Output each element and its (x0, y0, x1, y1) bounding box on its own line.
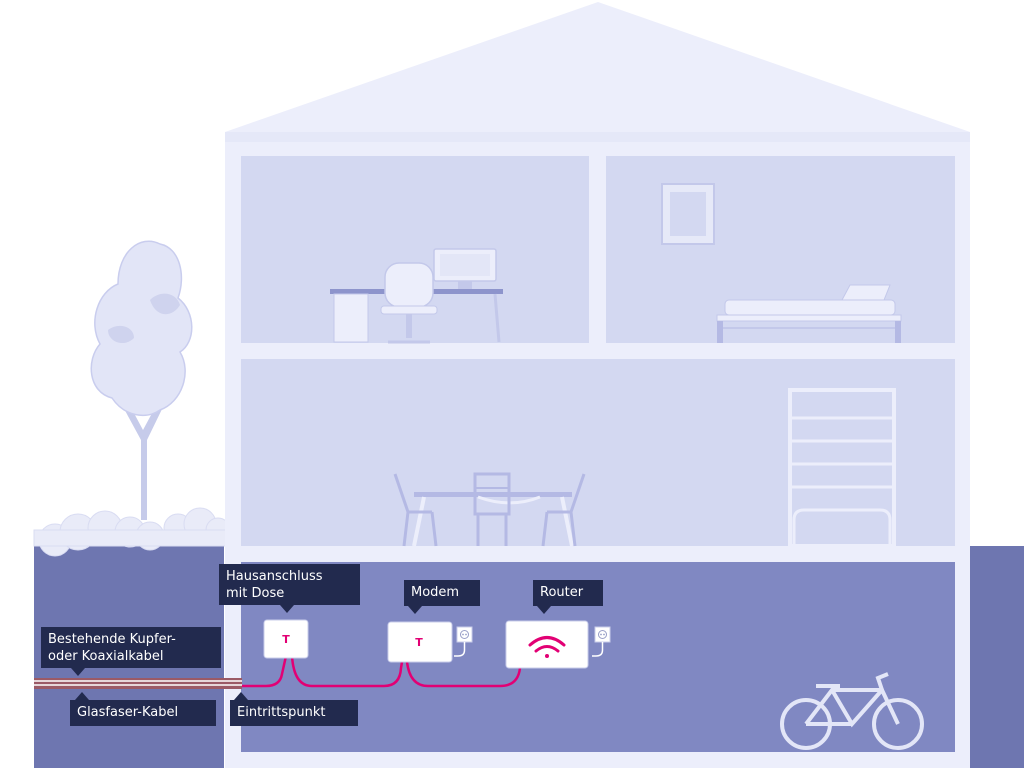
room-office (241, 156, 589, 343)
bushes (33, 507, 231, 557)
glasfaser-cable (34, 678, 242, 689)
roof-edge (225, 132, 970, 142)
bedroom-furniture (661, 183, 902, 343)
label-bestehende-line2: oder Koaxialkabel (48, 649, 164, 664)
label-glasfaser: Glasfaser-Kabel (70, 692, 216, 726)
label-glasfaser-text: Glasfaser-Kabel (77, 705, 179, 720)
label-eintrittspunkt: Eintrittspunkt (230, 692, 358, 726)
room-dining (241, 359, 955, 546)
label-hausanschluss-line1: Hausanschluss (226, 569, 323, 584)
label-router-text: Router (540, 585, 584, 600)
label-bestehende-kabel: Bestehende Kupfer- oder Koaxialkabel (41, 627, 221, 676)
label-pointer (234, 692, 248, 700)
dining-furniture (393, 388, 896, 548)
tree (90, 240, 193, 520)
label-bestehende-line1: Bestehende Kupfer- (48, 632, 176, 647)
connection-lines (242, 655, 522, 688)
ground-right (970, 546, 1024, 768)
label-pointer (75, 692, 89, 700)
office-furniture (330, 248, 503, 344)
telekom-logo-icon: T (415, 636, 423, 649)
label-hausanschluss-line2: mit Dose (226, 586, 285, 601)
label-pointer (71, 668, 85, 676)
label-eintrittspunkt-text: Eintrittspunkt (237, 705, 326, 720)
label-router: Router (533, 580, 603, 614)
label-modem-text: Modem (411, 585, 460, 600)
roof (225, 2, 970, 132)
label-pointer (408, 606, 422, 614)
modem-device: T (387, 621, 473, 663)
hausanschluss-device: T (263, 619, 309, 659)
power-socket-icon (592, 626, 611, 657)
label-hausanschluss: Hausanschluss mit Dose (219, 564, 360, 613)
label-pointer (537, 606, 551, 614)
telekom-logo-icon: T (282, 633, 290, 646)
label-modem: Modem (404, 580, 480, 614)
router-device (505, 620, 611, 669)
wifi-icon (528, 636, 566, 658)
power-socket-icon (454, 626, 473, 657)
label-pointer (280, 605, 294, 613)
bicycle (780, 672, 924, 750)
